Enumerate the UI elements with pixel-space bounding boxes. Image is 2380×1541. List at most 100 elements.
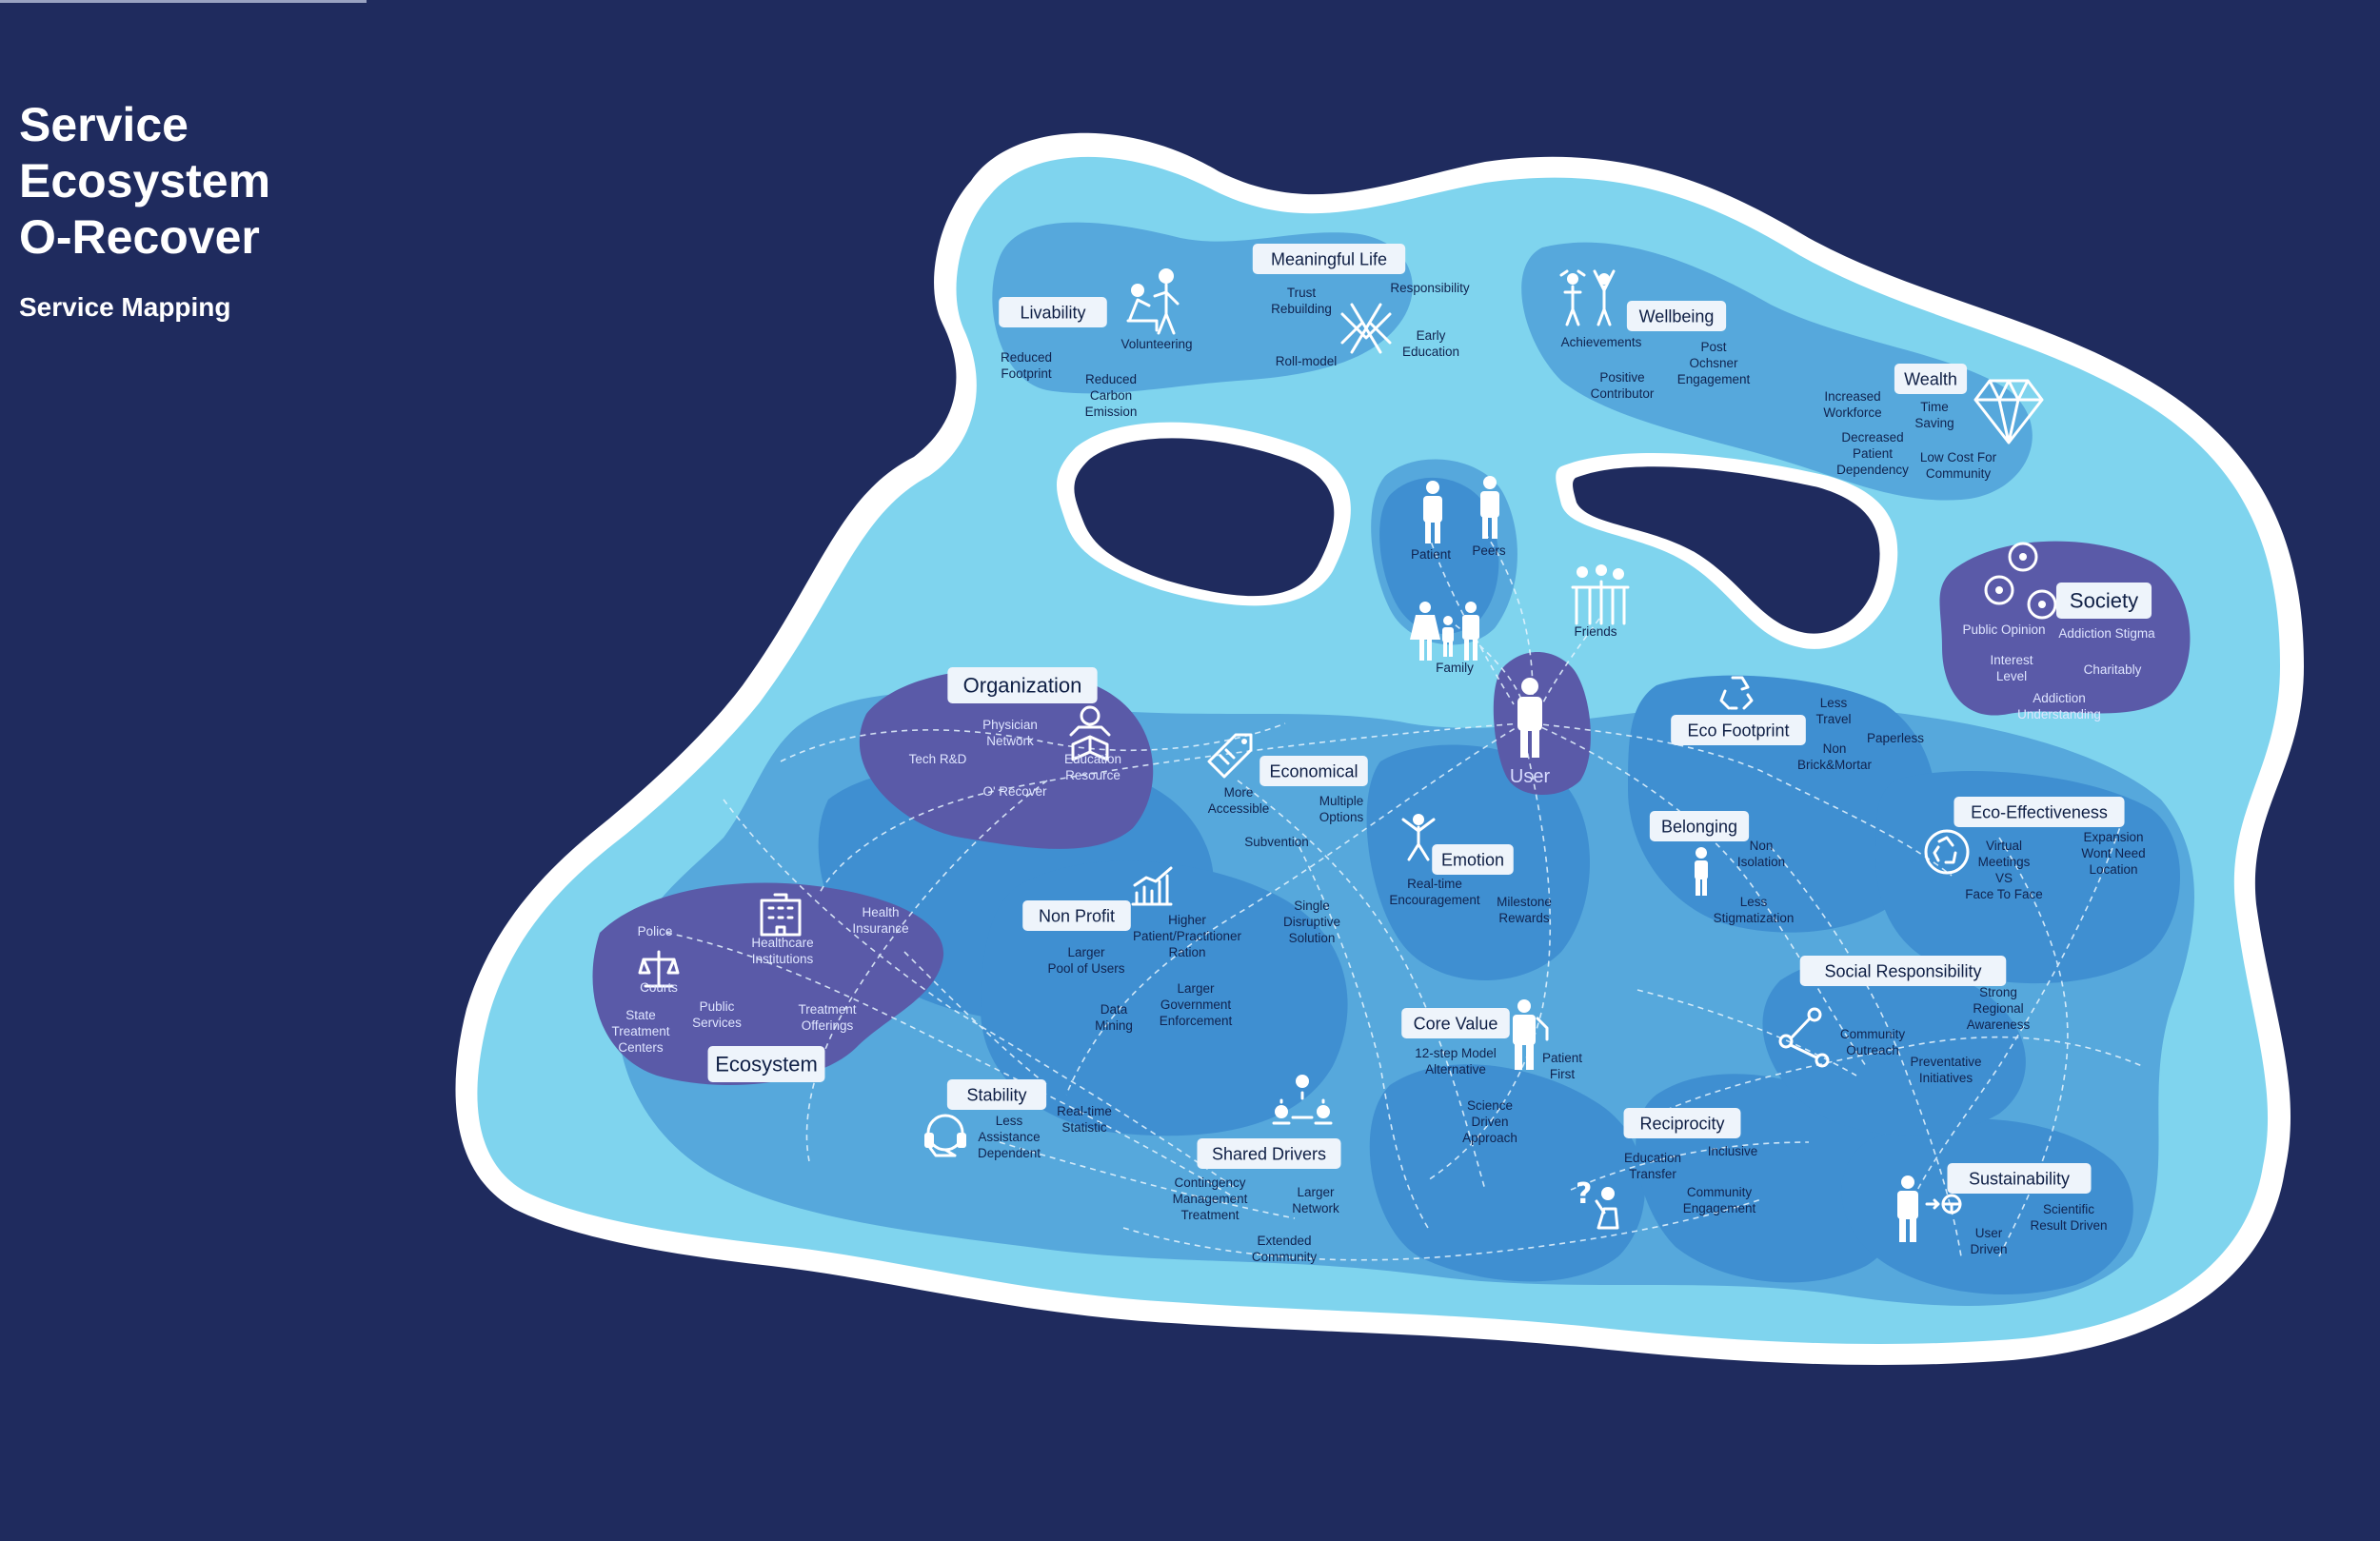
- tag-label: Emotion: [1441, 850, 1504, 869]
- tag-label: Economical: [1269, 761, 1358, 780]
- label-line: Patient: [1542, 1051, 1582, 1065]
- label-line: Pool of Users: [1047, 961, 1124, 976]
- tag-box: [999, 297, 1107, 327]
- label-line: Time: [1920, 400, 1949, 414]
- belonging-icon: [1695, 847, 1708, 896]
- core-value-icon: [1513, 999, 1549, 1070]
- tag-label: Social Responsibility: [1824, 961, 1981, 980]
- label-line: Non: [1823, 741, 1847, 756]
- label-patient: Patient: [1411, 547, 1451, 562]
- label-line: Options: [1319, 810, 1364, 824]
- label-line: Dependent: [978, 1146, 1041, 1160]
- label-line: Treatment: [798, 1002, 856, 1017]
- label-line: Subvention: [1244, 835, 1309, 849]
- label-line: Achievements: [1561, 335, 1642, 349]
- tag-stability: Stability: [946, 1079, 1047, 1110]
- label-addiction-stigma: Addiction Stigma: [2058, 626, 2155, 641]
- label-line: Rebuilding: [1271, 302, 1332, 316]
- label-line: Resource: [1065, 768, 1121, 782]
- label-line: Scientific: [2043, 1202, 2094, 1216]
- family-icon: [1410, 602, 1479, 661]
- tag-label: Eco-Effectiveness: [1971, 802, 2108, 821]
- education-icon: [1069, 705, 1111, 761]
- tag-eco-footprint: Eco Footprint: [1671, 715, 1806, 745]
- label-line: Statistic: [1061, 1120, 1107, 1135]
- tag-label: Society: [2070, 589, 2138, 613]
- tag-box: [1259, 756, 1368, 786]
- page-subtitle: Service Mapping: [19, 292, 231, 322]
- label-line: Stigmatization: [1714, 911, 1795, 925]
- tag-belonging: Belonging: [1649, 811, 1750, 841]
- label-line: Management: [1173, 1192, 1248, 1206]
- label-line: Addiction Stigma: [2058, 626, 2155, 641]
- label-line: Patient/Practitioner: [1133, 929, 1242, 943]
- tag-social-resp: Social Responsibility: [1799, 956, 2007, 986]
- label-line: Community: [1926, 466, 1992, 481]
- tag-shared-drivers: Shared Drivers: [1197, 1138, 1341, 1169]
- label-tech-rnd: Tech R&D: [909, 752, 967, 766]
- tag-sustainability: Sustainability: [1947, 1163, 2092, 1194]
- tag-meaningful: Meaningful Life: [1252, 244, 1406, 274]
- label-line: Face To Face: [1965, 887, 2043, 901]
- tag-box: [1626, 301, 1727, 331]
- tag-society: Society: [2055, 583, 2152, 619]
- label-line: Post: [1700, 340, 1726, 354]
- label-line: Less: [1740, 895, 1768, 909]
- label-line: Alternative: [1425, 1062, 1486, 1077]
- tag-box: [946, 1079, 1047, 1110]
- label-line: Engagement: [1683, 1201, 1756, 1215]
- label-line: Driven: [1471, 1115, 1508, 1129]
- emotion-icon: [1401, 814, 1436, 861]
- tag-wellbeing: Wellbeing: [1626, 301, 1727, 331]
- label-line: State: [625, 1008, 656, 1022]
- label-line: Ration: [1168, 945, 1205, 959]
- user-icon: [1517, 678, 1542, 758]
- label-public-opinion: Public Opinion: [1962, 622, 2045, 637]
- tag-label: Meaningful Life: [1271, 249, 1387, 268]
- label-line: Initiatives: [1919, 1071, 1973, 1085]
- tag-box: [2055, 583, 2152, 619]
- label-line: Footprint: [1001, 366, 1052, 381]
- label-line: Interest: [1990, 653, 2033, 667]
- society-icon: [1984, 542, 2057, 620]
- label-line: First: [1550, 1067, 1575, 1081]
- label-line: Less: [996, 1114, 1023, 1128]
- label-line: Larger: [1177, 981, 1215, 996]
- label-line: Emission: [1085, 405, 1138, 419]
- recycle-icon: [1719, 676, 1754, 710]
- tag-core-value: Core Value: [1401, 1008, 1510, 1038]
- label-line: Courts: [640, 980, 678, 995]
- label-line: Outreach: [1846, 1043, 1899, 1057]
- tag-wealth: Wealth: [1894, 364, 1968, 394]
- label-line: Higher: [1168, 913, 1206, 927]
- label-line: Reduced: [1001, 350, 1052, 365]
- label-line: Single: [1294, 899, 1330, 913]
- tag-eco-effectiveness: Eco-Effectiveness: [1954, 797, 2125, 827]
- label-peers: Peers: [1472, 543, 1506, 558]
- tag-box: [1947, 1163, 2092, 1194]
- tag-box: [1022, 900, 1131, 931]
- label-line: Community: [1840, 1027, 1906, 1041]
- tag-box: [1954, 797, 2125, 827]
